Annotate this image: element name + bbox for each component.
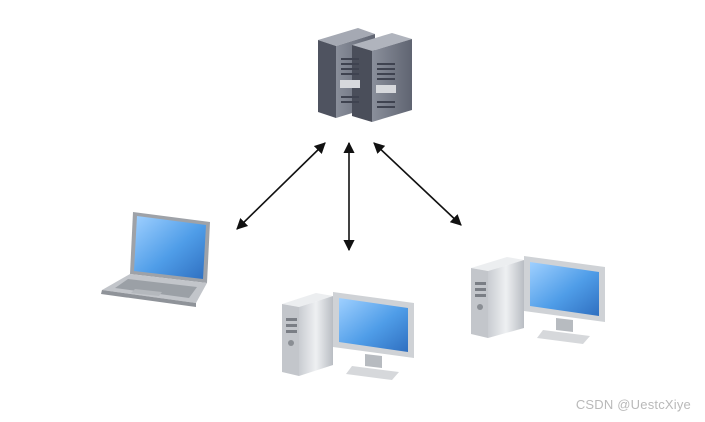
- arrow-server-laptop: [236, 142, 326, 230]
- arrow-server-desktop-right: [373, 142, 462, 226]
- watermark: CSDN @UestcXiye: [575, 397, 691, 412]
- laptop-icon: [101, 212, 210, 307]
- desktop-computer-icon: [282, 292, 414, 380]
- desktop-computer-icon: [471, 256, 605, 344]
- server-rack-icon: [318, 28, 412, 122]
